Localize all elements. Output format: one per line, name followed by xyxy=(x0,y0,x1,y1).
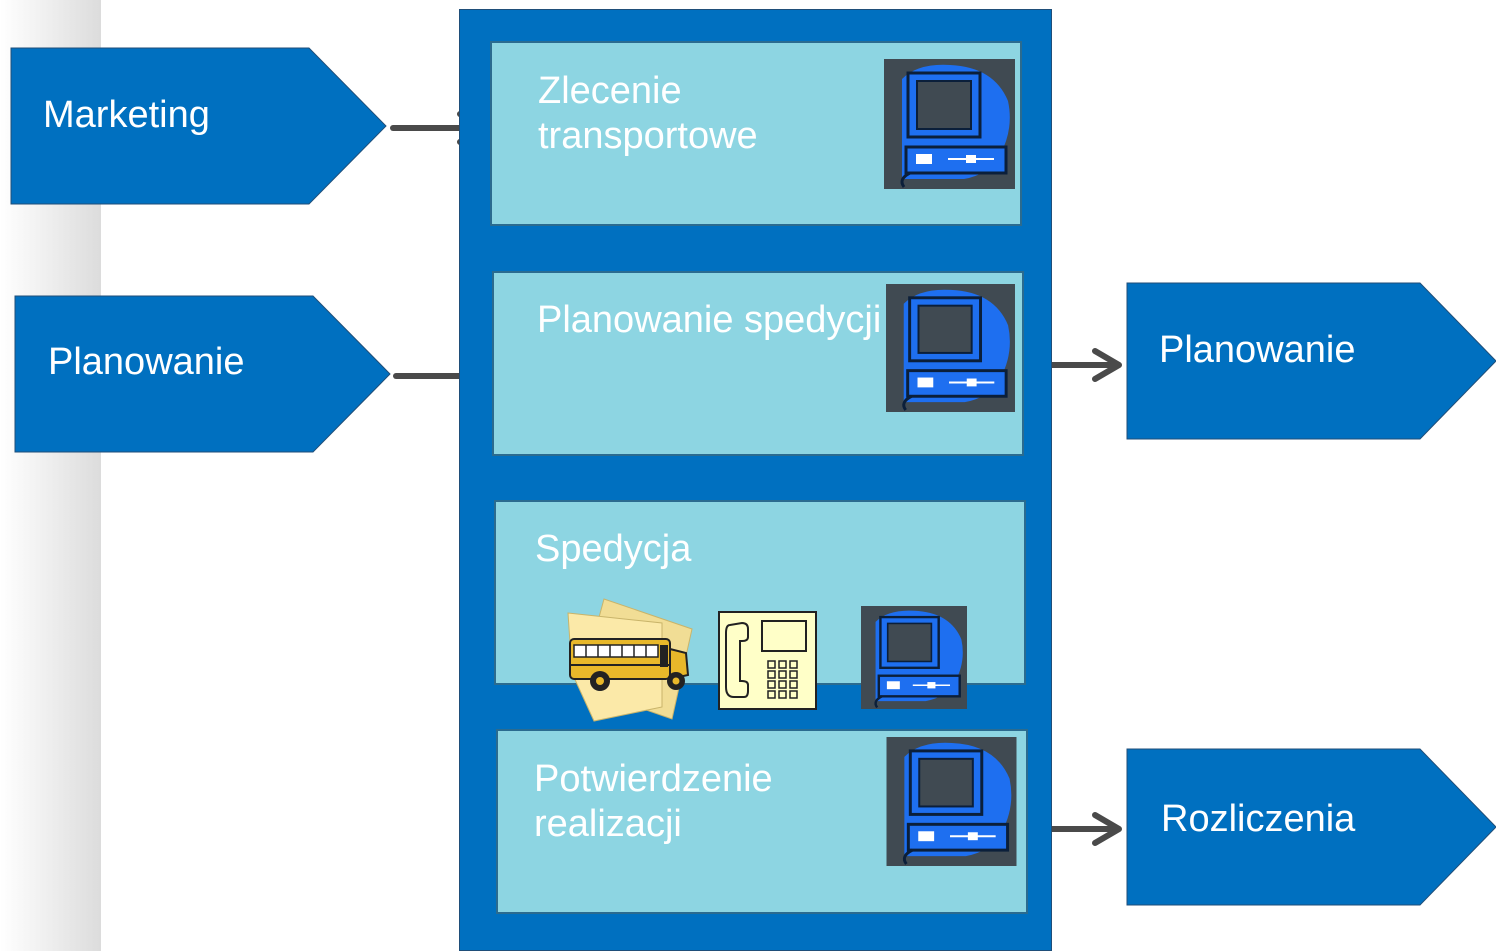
step-label-zlecenie-line2: transportowe xyxy=(538,115,758,157)
step-label-potwierdzenie-line1: Potwierdzenie xyxy=(534,758,773,800)
school-bus-icon xyxy=(567,598,693,722)
step-label-zlecenie-line1: Zlecenie xyxy=(538,70,682,112)
computer-icon xyxy=(884,59,1015,189)
computer-icon xyxy=(886,284,1015,412)
step-label-potwierdzenie-line2: realizacji xyxy=(534,803,682,845)
output-label-planowanie: Planowanie xyxy=(1159,329,1356,371)
computer-icon xyxy=(861,606,967,709)
input-shape-marketing xyxy=(10,47,387,205)
output-shape-rozliczenia xyxy=(1126,748,1496,906)
input-label-planowanie: Planowanie xyxy=(48,341,245,383)
input-label-marketing: Marketing xyxy=(43,94,210,136)
step-label-spedycja: Spedycja xyxy=(535,528,692,570)
input-shape-planowanie xyxy=(14,295,391,453)
output-shape-planowanie xyxy=(1126,282,1496,440)
output-label-rozliczenia: Rozliczenia xyxy=(1161,798,1356,840)
step-label-planowanie-spedycji: Planowanie spedycji xyxy=(537,299,882,341)
telephone-icon xyxy=(718,611,817,710)
computer-icon xyxy=(886,737,1017,866)
